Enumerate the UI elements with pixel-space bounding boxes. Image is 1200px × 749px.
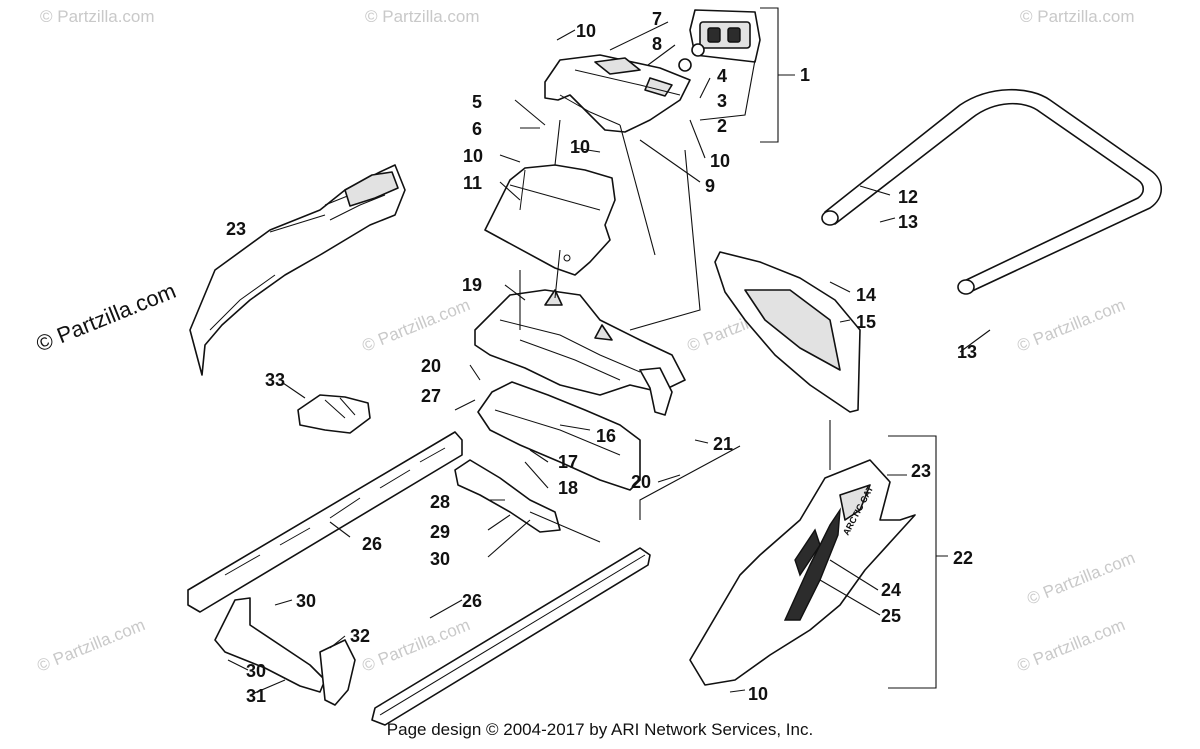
callout-20[interactable]: 20	[421, 356, 441, 376]
callout-26[interactable]: 26	[462, 591, 482, 611]
callout-16[interactable]: 16	[596, 426, 616, 446]
callout-19[interactable]: 19	[462, 275, 482, 295]
callout-28[interactable]: 28	[430, 492, 450, 512]
part-1-taillight[interactable]	[678, 9, 761, 72]
callout-30[interactable]: 30	[430, 549, 450, 569]
callout-12[interactable]: 12	[898, 187, 918, 207]
leader-lines	[227, 7, 991, 696]
callout-14[interactable]: 14	[856, 285, 876, 305]
part-26-rail-left[interactable]	[187, 431, 463, 613]
callout-26[interactable]: 26	[362, 534, 382, 554]
callout-23[interactable]: 23	[226, 219, 246, 239]
part-28-bracket[interactable]	[454, 459, 601, 543]
callout-13[interactable]: 13	[898, 212, 918, 232]
callout-10[interactable]: 10	[748, 684, 768, 704]
callout-11[interactable]: 11	[463, 173, 482, 193]
part-23-left-panel[interactable]	[189, 164, 406, 376]
callout-17[interactable]: 17	[558, 452, 578, 472]
callout-1[interactable]: 1	[800, 65, 810, 85]
callout-24[interactable]: 24	[881, 580, 901, 600]
callout-13[interactable]: 13	[957, 342, 977, 362]
callout-2[interactable]: 2	[717, 116, 727, 136]
watermark: © Partzilla.com	[1024, 548, 1137, 609]
callout-10[interactable]: 10	[570, 137, 590, 157]
watermark-main: © Partzilla.com	[33, 278, 180, 357]
callout-18[interactable]: 18	[558, 478, 578, 498]
copyright-footer: Page design © 2004-2017 by ARI Network S…	[386, 720, 814, 739]
callout-10[interactable]: 10	[710, 151, 730, 171]
callout-23[interactable]: 23	[911, 461, 931, 481]
part-26-rail-right[interactable]	[371, 547, 651, 726]
callout-15[interactable]: 15	[856, 312, 876, 332]
callout-33[interactable]: 33	[265, 370, 285, 390]
part-15-panel[interactable]	[714, 251, 861, 413]
callout-32[interactable]: 32	[350, 626, 370, 646]
callout-30[interactable]: 30	[296, 591, 316, 611]
callout-3[interactable]: 3	[717, 91, 727, 111]
part-19-tunnel-cover[interactable]	[474, 289, 686, 416]
part-12-grab-bar[interactable]	[821, 88, 1163, 295]
callout-8[interactable]: 8	[652, 34, 662, 54]
watermark: © Partzilla.com	[1014, 295, 1127, 356]
part-16-flap[interactable]	[477, 381, 641, 491]
part-22-right-panel[interactable]: ARCTIC CAT	[689, 459, 916, 686]
watermark: © Partzilla.com	[1014, 615, 1127, 676]
watermark: © Partzilla.com	[365, 7, 480, 26]
watermark: © Partzilla.com	[1020, 7, 1135, 26]
callout-7[interactable]: 7	[652, 9, 662, 29]
callout-4[interactable]: 4	[717, 66, 727, 86]
callout-31[interactable]: 31	[246, 686, 266, 706]
callout-10[interactable]: 10	[463, 146, 483, 166]
callout-25[interactable]: 25	[881, 606, 901, 626]
callout-22[interactable]: 22	[953, 548, 973, 568]
watermark: © Partzilla.com	[359, 295, 472, 356]
callout-5[interactable]: 5	[472, 92, 482, 112]
callout-20[interactable]: 20	[631, 472, 651, 492]
part-33-pad[interactable]	[297, 394, 371, 434]
part-7-console[interactable]	[544, 54, 691, 133]
callout-labels: 1 2 3 4 5 6 7 8 9 10 10 10 10 10 11 12 1…	[226, 9, 977, 706]
callout-9[interactable]: 9	[705, 176, 715, 196]
callout-27[interactable]: 27	[421, 386, 441, 406]
callout-29[interactable]: 29	[430, 522, 450, 542]
part-11-bracket[interactable]	[484, 164, 616, 276]
part-31-bracket[interactable]	[214, 597, 356, 706]
watermark: © Partzilla.com	[34, 615, 147, 676]
callout-6[interactable]: 6	[472, 119, 482, 139]
callout-10[interactable]: 10	[576, 21, 596, 41]
callout-21[interactable]: 21	[713, 434, 733, 454]
watermark: © Partzilla.com	[40, 7, 155, 26]
callout-30[interactable]: 30	[246, 661, 266, 681]
